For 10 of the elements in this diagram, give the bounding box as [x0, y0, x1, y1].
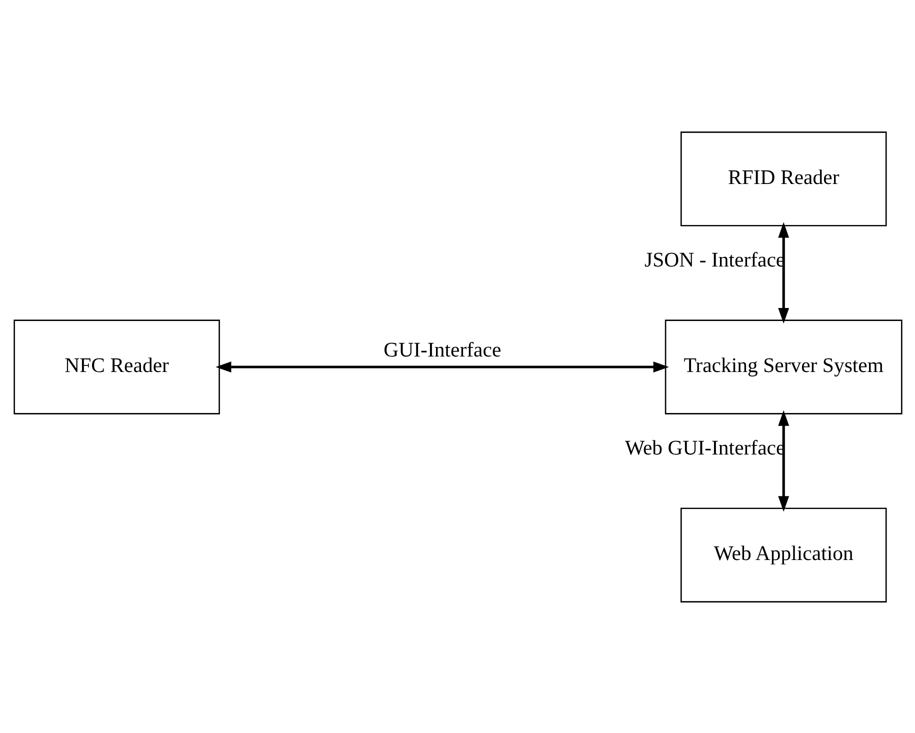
node-box: RFID Reader [680, 131, 886, 226]
node-box: NFC Reader [13, 319, 220, 414]
arrow [778, 222, 789, 324]
arrow [215, 361, 668, 372]
node-box: Web Application [680, 507, 886, 602]
arrow [778, 410, 789, 512]
edge-label: GUI-Interface [383, 338, 501, 361]
node-box: Tracking Server System [664, 319, 902, 414]
edge-label: JSON - Interface [644, 249, 785, 272]
edge-label: Web GUI-Interface [624, 437, 785, 460]
